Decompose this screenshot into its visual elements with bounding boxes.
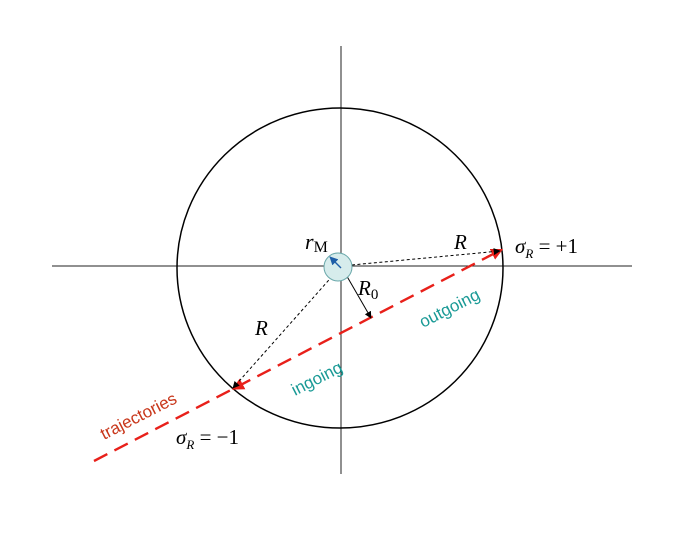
boundary-circle <box>176 107 504 429</box>
inner-disk <box>323 252 353 282</box>
trajectories-label: trajectories <box>97 389 180 444</box>
r-label-left: R <box>254 316 268 340</box>
sigma-plus-label: σR = +1 <box>515 234 578 261</box>
trajectory-arrow-outgoing <box>485 248 504 260</box>
inner-radius-arrow <box>329 256 342 269</box>
ingoing-label: ingoing <box>288 358 345 400</box>
r-label-top: R <box>453 230 467 254</box>
r0-label: R0 <box>357 276 378 303</box>
trajectory-line <box>93 248 502 463</box>
r-m-label: rM <box>305 229 328 256</box>
outgoing-label: outgoing <box>416 285 483 332</box>
sigma-minus-label: σR = −1 <box>176 425 239 452</box>
radius-vector-left <box>232 271 337 389</box>
radius-vector-top <box>340 248 501 267</box>
